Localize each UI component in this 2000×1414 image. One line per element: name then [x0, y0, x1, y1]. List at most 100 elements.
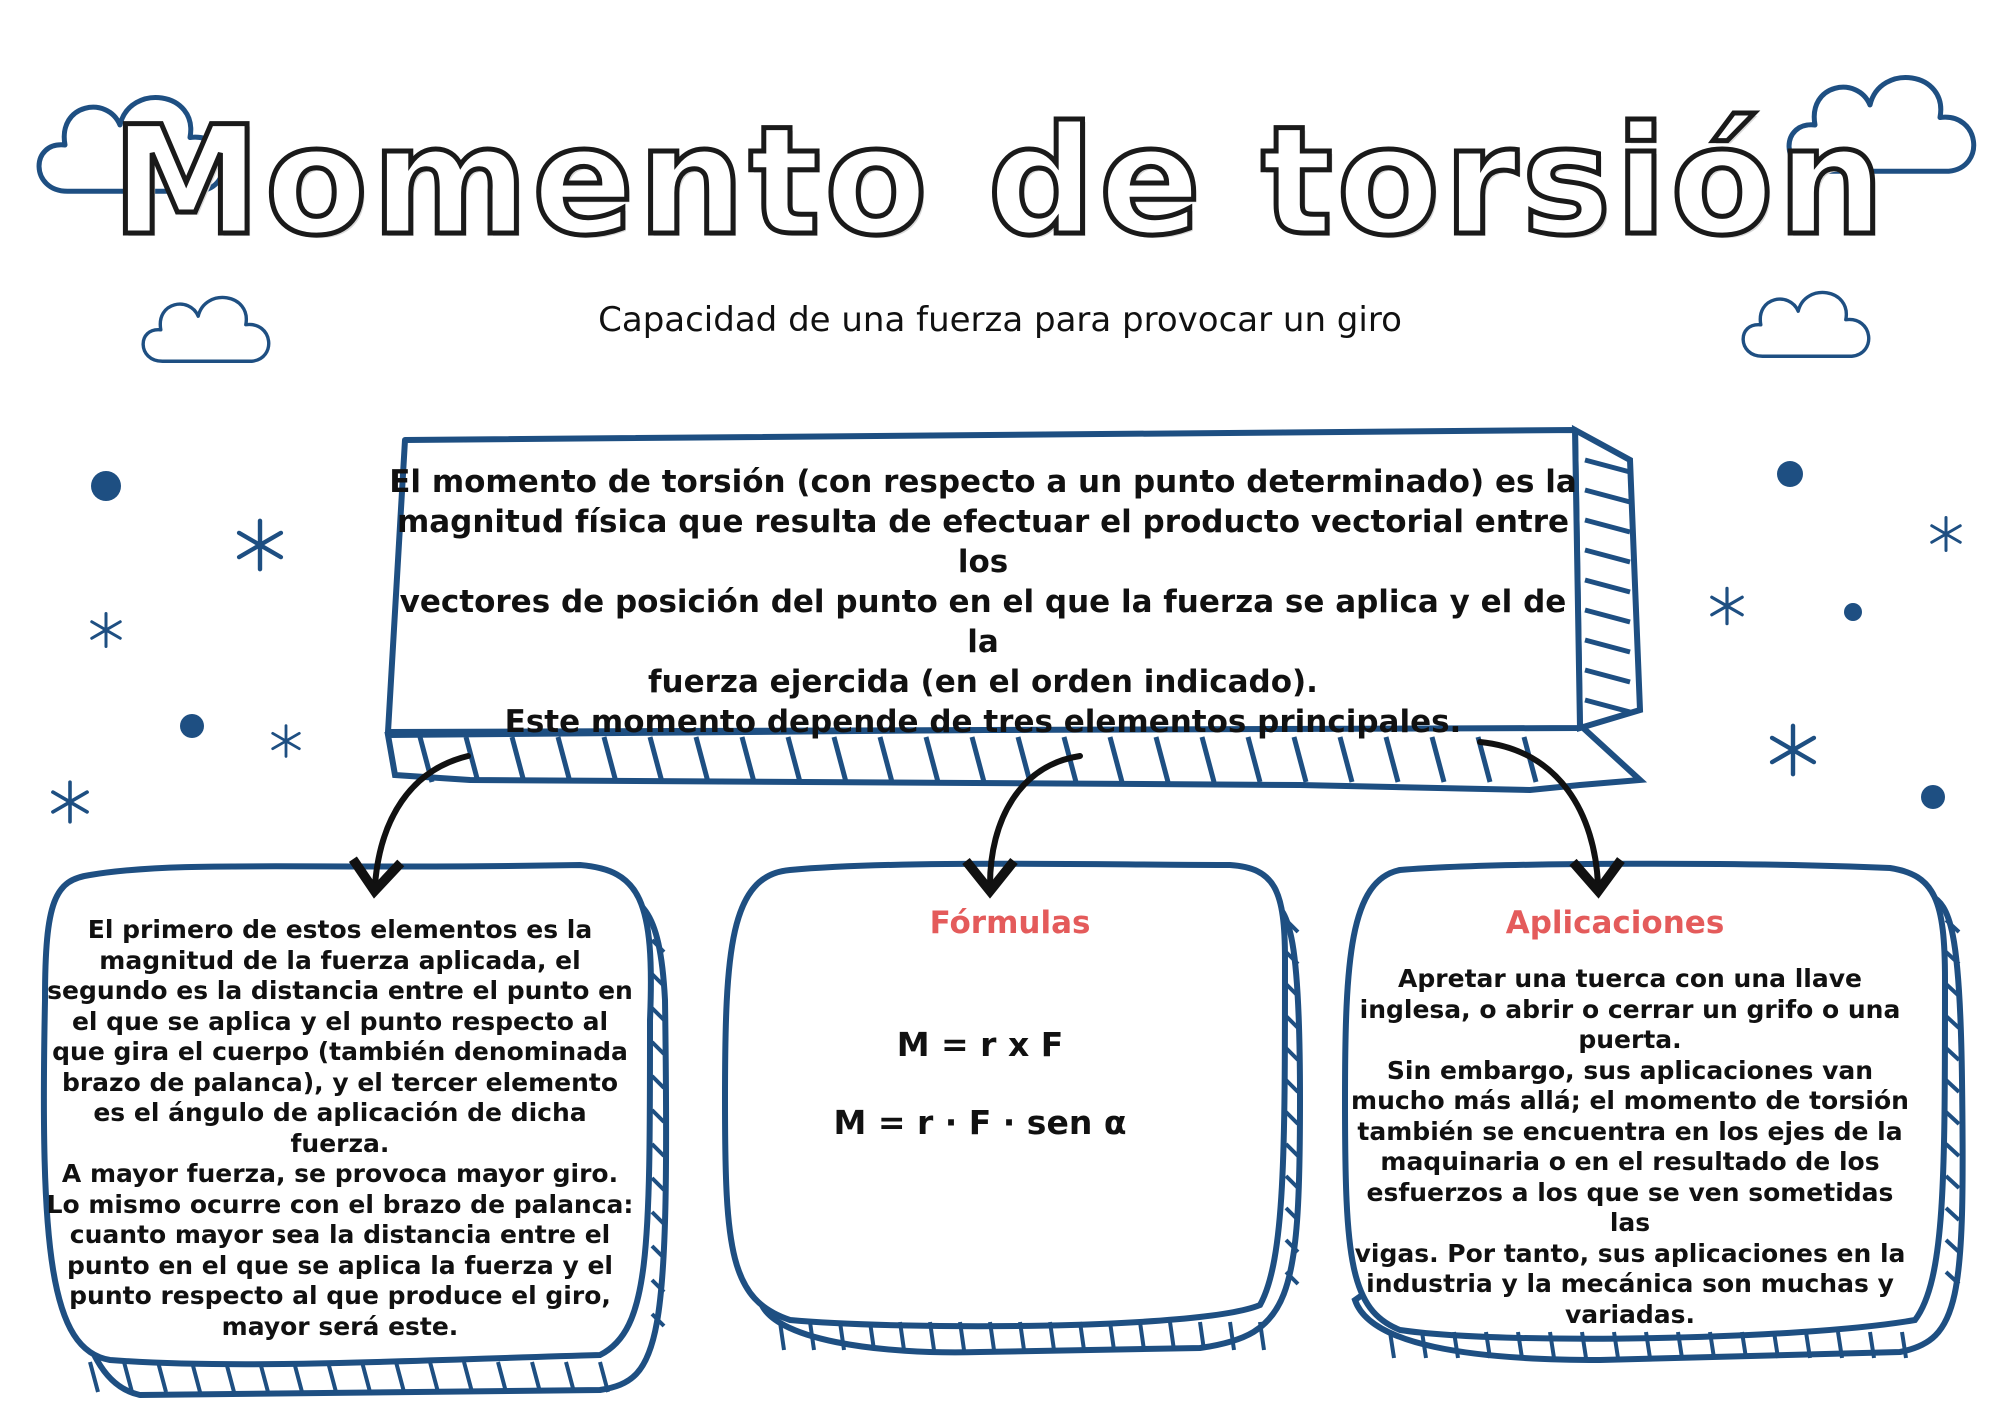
star-icon — [90, 612, 122, 648]
hatch-stroke — [1584, 487, 1631, 505]
hatch-stroke — [1944, 1270, 1961, 1286]
hatch-stroke — [1900, 1331, 1908, 1359]
hatch-stroke — [1452, 1331, 1460, 1359]
text-line: magnitud de la fuerza aplicada, el — [99, 945, 581, 975]
hatch-stroke — [1772, 1331, 1780, 1359]
text-line: cuanto mayor sea la distancia entre el — [69, 1220, 611, 1249]
hatch-stroke — [650, 1176, 666, 1192]
hatch-stroke — [463, 736, 481, 783]
hatch-stroke — [1048, 1321, 1056, 1351]
hatch-stroke — [1284, 982, 1300, 998]
hatch-stroke — [1944, 1206, 1961, 1222]
hatch-stroke — [650, 1040, 666, 1056]
hatch-stroke — [190, 1361, 202, 1393]
hatch-stroke — [1284, 1206, 1300, 1222]
hatch-stroke — [1944, 1046, 1961, 1062]
text-line: A mayor fuerza, se provoca mayor giro. — [61, 1159, 619, 1188]
hatch-stroke — [224, 1361, 236, 1393]
hatch-stroke — [1245, 736, 1263, 783]
text-line: es el ángulo de aplicación de dicha — [93, 1098, 587, 1127]
text-line: El primero de estos elementos es la — [87, 915, 593, 944]
dot-icon — [1844, 603, 1862, 621]
hatch-stroke — [1153, 736, 1171, 783]
hatch-stroke — [1388, 1331, 1396, 1359]
text-line: fuerza. — [290, 1128, 390, 1158]
text-line: El momento de torsión (con respecto a un… — [389, 464, 1577, 500]
hatch-stroke — [555, 736, 573, 783]
applications-box-text: Apretar una tuerca con una llave inglesa… — [1350, 964, 1910, 1330]
formula-sine: M = r · F · sen α — [833, 1103, 1127, 1142]
hatch-stroke — [650, 972, 666, 988]
hatch-stroke — [496, 1361, 508, 1393]
hatch-stroke — [808, 1321, 816, 1351]
hatch-stroke — [601, 736, 619, 783]
text-line: el que se aplica y el punto respecto al — [71, 1006, 609, 1036]
star-icon — [51, 780, 89, 824]
hatch-stroke — [1584, 637, 1631, 655]
hatch-stroke — [1284, 1270, 1300, 1286]
hatch-stroke — [122, 1361, 134, 1393]
hatch-stroke — [831, 736, 849, 783]
hatch-stroke — [1548, 1331, 1556, 1359]
hatch-stroke — [292, 1361, 304, 1393]
hatch-stroke — [1944, 1014, 1961, 1030]
hatch-stroke — [258, 1361, 270, 1393]
hatch-stroke — [1168, 1321, 1176, 1351]
hatch-stroke — [1584, 457, 1631, 475]
hatch-stroke — [1944, 950, 1961, 966]
hatch-stroke — [1944, 1142, 1961, 1158]
text-line: punto respecto al que produce el giro, — [69, 1281, 611, 1310]
hatch-stroke — [1944, 1174, 1961, 1190]
hatch-stroke — [1258, 1321, 1266, 1351]
text-line: esfuerzos a los que se ven sometidas las — [1366, 1177, 1894, 1238]
hatch-stroke — [1584, 547, 1631, 565]
hatch-stroke — [693, 736, 711, 783]
curved-arrow-icon — [1477, 739, 1625, 899]
text-line: magnitud física que resulta de efectuar … — [396, 504, 1570, 580]
hatch-stroke — [156, 1361, 168, 1393]
hatch-stroke — [1284, 1014, 1300, 1030]
hatch-stroke — [785, 736, 803, 783]
star-icon — [1772, 726, 1814, 774]
hatch-stroke — [1284, 1110, 1300, 1126]
text-line: Sin embargo, sus aplicaciones van — [1386, 1055, 1874, 1085]
hatch-stroke — [923, 736, 941, 783]
hatch-stroke — [1944, 1238, 1961, 1254]
hatch-stroke — [969, 736, 987, 783]
hatch-stroke — [1612, 1331, 1620, 1359]
hatch-stroke — [598, 1361, 610, 1393]
text-line: fuerza ejercida (en el orden indicado). — [648, 664, 1318, 700]
hatch-stroke — [1383, 736, 1401, 783]
hatch-stroke — [778, 1321, 786, 1351]
hatch-stroke — [868, 1321, 876, 1351]
hatch-stroke — [650, 1108, 666, 1124]
text-line: puerta. — [1578, 1025, 1682, 1054]
hatch-stroke — [650, 1006, 666, 1022]
hatch-stroke — [1078, 1321, 1086, 1351]
hatch-stroke — [564, 1361, 576, 1393]
text-line: Lo mismo ocurre con el brazo de palanca: — [46, 1189, 634, 1219]
main-box — [384, 424, 1648, 794]
hatch-stroke — [1284, 1238, 1300, 1254]
hatch-stroke — [530, 1361, 542, 1393]
dot-icon — [1921, 785, 1945, 809]
hatch-stroke — [1107, 736, 1125, 783]
hatch-stroke — [1944, 1078, 1961, 1094]
hatch-stroke — [428, 1361, 440, 1393]
text-line: Este momento depende de tres elementos p… — [504, 704, 1462, 740]
hatch-stroke — [877, 736, 895, 783]
hatch-stroke — [898, 1321, 906, 1351]
hatch-stroke — [1708, 1331, 1716, 1359]
hatch-stroke — [1015, 736, 1033, 783]
hatch-stroke — [650, 1074, 666, 1090]
apps-box — [1341, 860, 1966, 1364]
hatch-stroke — [647, 736, 665, 783]
hatch-stroke — [650, 1244, 666, 1260]
hatch-stroke — [1199, 736, 1217, 783]
text-line: inglesa, o abrir o cerrar un grifo o una — [1359, 994, 1901, 1024]
star-icon — [1710, 586, 1744, 626]
hatch-stroke — [1584, 517, 1631, 535]
hatch-stroke — [1018, 1321, 1026, 1351]
hatch-stroke — [1584, 697, 1631, 715]
